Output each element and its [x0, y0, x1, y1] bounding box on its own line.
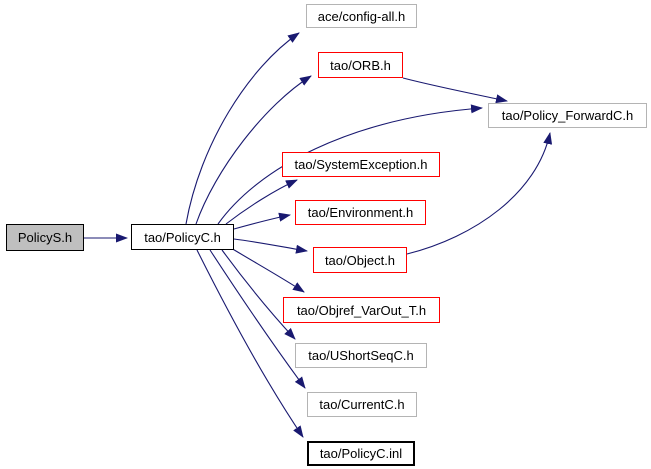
node-tao-orb-h[interactable]: tao/ORB.h: [318, 52, 403, 78]
node-tao-environment-h[interactable]: tao/Environment.h: [295, 200, 426, 225]
node-tao-policyc-h[interactable]: tao/PolicyC.h: [131, 224, 234, 250]
node-tao-objref-varout-t-h[interactable]: tao/Objref_VarOut_T.h: [283, 297, 440, 323]
node-tao-ushortseqc-h[interactable]: tao/UShortSeqC.h: [295, 343, 427, 368]
edge-policyc-to-objref-varout-t: [230, 247, 305, 293]
edge-policyc-to-ushortseqc: [221, 249, 296, 340]
node-tao-object-h[interactable]: tao/Object.h: [313, 247, 407, 273]
edge-policyc-to-object: [233, 238, 308, 254]
edge-policyc-to-environment: [233, 212, 291, 230]
node-tao-systemexception-h[interactable]: tao/SystemException.h: [282, 152, 440, 177]
edge-object-to-policy-forwardc: [406, 132, 553, 255]
edge-policyc-to-policyc-inl: [196, 249, 304, 438]
node-tao-currentc-h[interactable]: tao/CurrentC.h: [307, 392, 417, 417]
edge-policyc-to-policy-forwardc: [217, 104, 483, 225]
node-policys-h[interactable]: PolicyS.h: [6, 224, 84, 251]
edge-orb-to-policy-forwardc: [402, 77, 508, 104]
edge-policyc-to-currentc: [209, 249, 306, 389]
node-tao-policy-forwardc-h[interactable]: tao/Policy_ForwardC.h: [488, 103, 647, 128]
node-tao-policyc-inl[interactable]: tao/PolicyC.inl: [307, 441, 415, 466]
edge-policyc-to-systemexception: [225, 179, 298, 225]
edge-policyc-to-config-all: [185, 32, 300, 225]
edge-policyc-to-orb: [195, 75, 312, 225]
node-ace-config-all-h[interactable]: ace/config-all.h: [306, 4, 417, 28]
